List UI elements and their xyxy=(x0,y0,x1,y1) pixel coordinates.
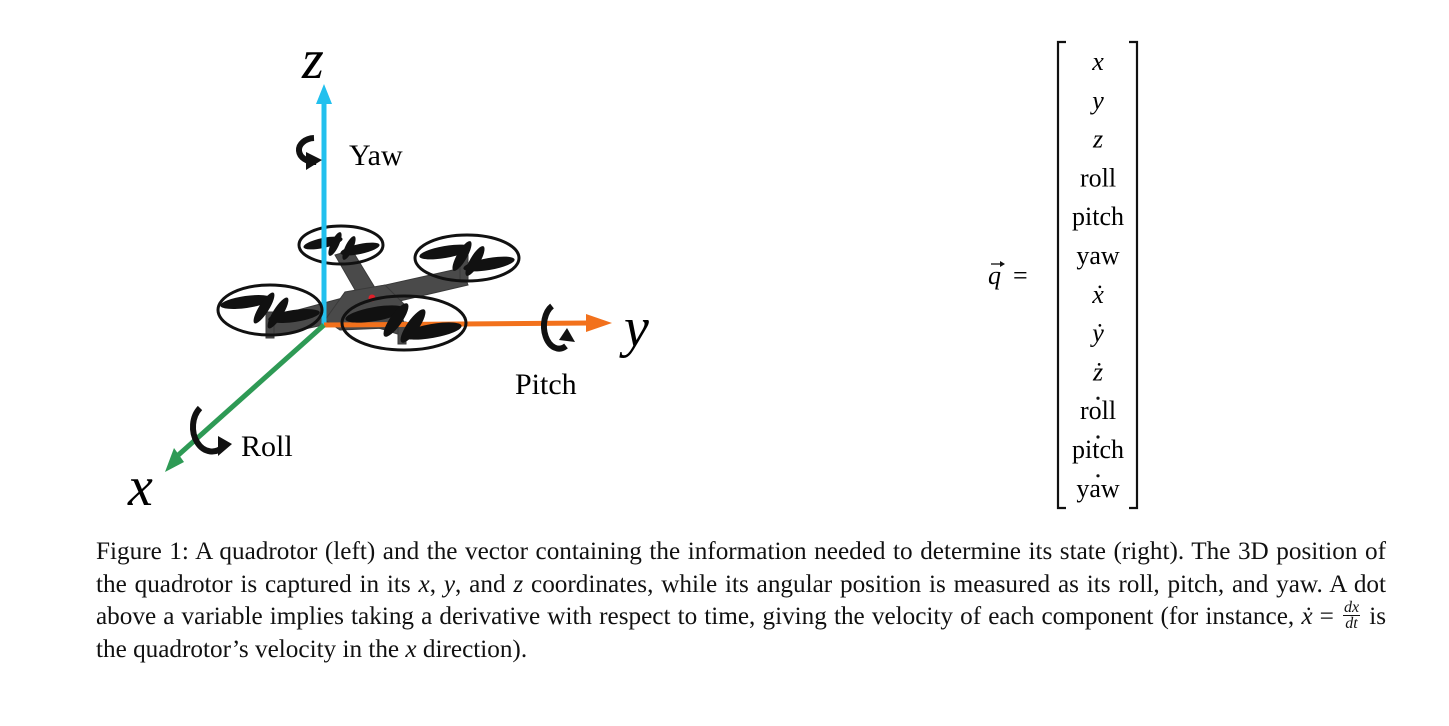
yaw-label: Yaw xyxy=(349,139,403,172)
rotor-front xyxy=(340,294,468,352)
vector-entry: ż xyxy=(1092,357,1103,386)
figure-caption: Figure 1: A quadrotor (left) and the vec… xyxy=(96,536,1386,666)
left-bracket xyxy=(1056,40,1066,510)
quadrotor-diagram: z y x Yaw Pitch Roll xyxy=(127,29,649,518)
x-axis-label: x xyxy=(127,456,153,518)
caption-text-3: is the quadrotor’s velocity in the xyxy=(96,603,1387,663)
vector-entry: pitch xyxy=(1072,202,1124,231)
caption-xdot: ẋ xyxy=(1301,603,1313,630)
vector-arrow-icon xyxy=(991,261,1005,267)
caption-var-y: y xyxy=(443,570,456,598)
caption-sep: , xyxy=(429,570,437,598)
z-axis xyxy=(316,84,332,325)
figure-label: Figure 1: xyxy=(96,538,189,565)
vector-entry: roll xyxy=(1080,396,1116,425)
vector-entry: y xyxy=(1089,86,1104,115)
caption-sep: , and xyxy=(455,570,506,598)
vector-q-symbol: q xyxy=(988,261,1001,290)
roll-label: Roll xyxy=(241,430,293,463)
caption-text-4: direction). xyxy=(422,635,528,663)
caption-var-x: x xyxy=(418,570,430,598)
caption-text-2: coordinates, while its angular position … xyxy=(96,570,1387,631)
vector-entries: xyz roll pitch yaw ẋẏż roll pitch yaw xyxy=(1072,47,1124,503)
state-vector: q = xyz roll pitch yaw ẋẏż roll pitch yaw xyxy=(988,40,1139,510)
caption-eq: = xyxy=(1319,603,1334,630)
roll-rotation-icon xyxy=(190,405,232,456)
rotor-left xyxy=(216,283,324,337)
derivative-dot xyxy=(1096,396,1100,400)
pitch-label: Pitch xyxy=(515,368,577,401)
y-axis-label: y xyxy=(619,297,649,359)
vector-entry: yaw xyxy=(1076,474,1120,503)
vector-entry: roll xyxy=(1080,163,1116,192)
right-bracket xyxy=(1129,40,1139,510)
fraction-numerator: dx xyxy=(1342,598,1361,616)
pitch-rotation-icon xyxy=(540,303,575,352)
caption-var-x: x xyxy=(405,635,417,663)
derivative-dot xyxy=(1096,435,1100,439)
rotor-back-right xyxy=(413,233,521,283)
fraction-denominator: dt xyxy=(1345,614,1358,632)
vector-entry: yaw xyxy=(1076,241,1120,270)
vector-entry: x xyxy=(1091,47,1104,76)
caption-var-z: z xyxy=(513,570,524,598)
x-axis xyxy=(165,323,326,472)
vector-entry: ẏ xyxy=(1089,319,1104,348)
vector-entry: pitch xyxy=(1072,435,1124,464)
derivative-dot xyxy=(1096,474,1100,478)
caption-text-1: A quadrotor (left) and the vector contai… xyxy=(96,538,1386,598)
vector-entry: ẋ xyxy=(1091,280,1104,309)
equals-sign: = xyxy=(1013,261,1028,290)
yaw-rotation-icon xyxy=(296,135,322,170)
vector-entry: z xyxy=(1092,125,1103,154)
z-axis-label: z xyxy=(301,29,324,91)
